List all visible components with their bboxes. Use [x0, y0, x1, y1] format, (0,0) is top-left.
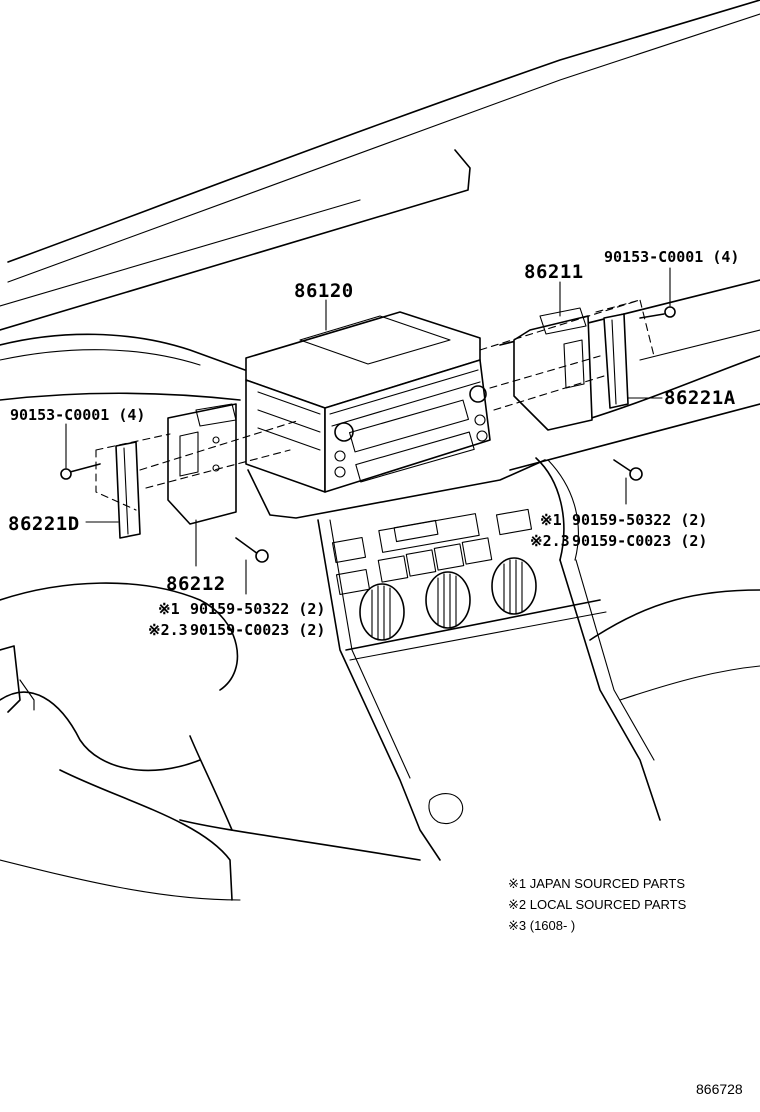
note-local-sourced: ※2 LOCAL SOURCED PARTS: [508, 897, 687, 912]
marker-left-2: ※2.3: [148, 621, 188, 639]
label-right-screw-1: 90159-50322 (2): [572, 511, 707, 529]
panel-left: [115, 441, 141, 539]
marker-left-1: ※1: [158, 600, 180, 618]
label-86120: 86120: [294, 280, 354, 302]
screw-icon: [60, 463, 101, 480]
knob-center: [425, 571, 471, 629]
panel-right: [603, 313, 629, 409]
label-screw-top-right: 90153-C0001 (4): [604, 248, 739, 266]
label-86221A: 86221A: [664, 387, 736, 409]
leader-lines: [65, 267, 671, 595]
label-left-screw-1: 90159-50322 (2): [190, 600, 325, 618]
diagram-reference-number: 866728: [696, 1081, 743, 1097]
screw-icon: [639, 306, 676, 319]
radio-unit: [245, 311, 491, 493]
label-screw-left: 90153-C0001 (4): [10, 406, 145, 424]
knob-left: [359, 583, 405, 641]
label-86212: 86212: [166, 573, 226, 595]
note-japan-sourced: ※1 JAPAN SOURCED PARTS: [508, 876, 685, 891]
label-left-screw-2: 90159-C0023 (2): [190, 621, 325, 639]
bracket-right: [513, 307, 593, 431]
dashboard-outline: [0, 0, 760, 901]
label-86221D: 86221D: [8, 513, 80, 535]
label-86211: 86211: [524, 261, 584, 283]
alignment-dashes: [95, 299, 655, 511]
screw-icon: [613, 459, 643, 481]
note-date-range: ※3 (1608- ): [508, 918, 575, 933]
marker-right-1: ※1: [540, 511, 562, 529]
marker-right-2: ※2.3: [530, 532, 570, 550]
knob-right: [491, 557, 537, 615]
bracket-left: [167, 403, 237, 525]
label-right-screw-2: 90159-C0023 (2): [572, 532, 707, 550]
screw-icon: [235, 537, 269, 563]
